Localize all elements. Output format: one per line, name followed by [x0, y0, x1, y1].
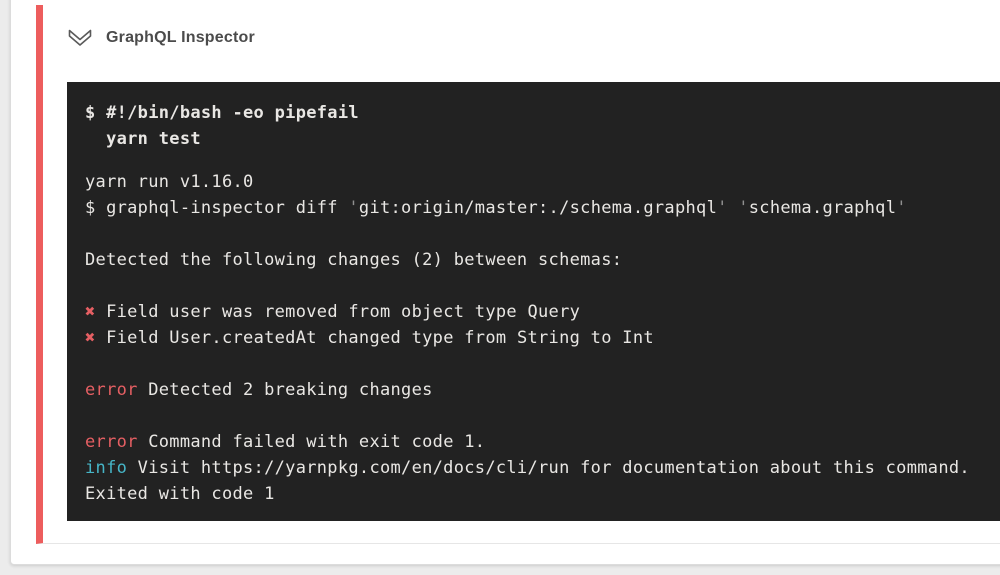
terminal-line: error Detected 2 breaking changes: [85, 380, 433, 400]
terminal-line: yarn run v1.16.0: [85, 172, 254, 192]
terminal-line: ✖ Field user was removed from object typ…: [85, 302, 581, 322]
terminal-line: ✖ Field User.createdAt changed type from…: [85, 328, 654, 348]
terminal-line: [85, 403, 1000, 429]
terminal-line: [85, 221, 1000, 247]
terminal-command-block: $ #!/bin/bash -eo pipefail yarn test: [85, 100, 1000, 152]
terminal-line: info Visit https://yarnpkg.com/en/docs/c…: [85, 458, 970, 478]
terminal-line: Detected the following changes (2) betwe…: [85, 250, 623, 270]
step-header[interactable]: GraphQL Inspector: [43, 5, 1000, 71]
terminal-output-block: yarn run v1.16.0 $ graphql-inspector diff…: [85, 169, 1000, 507]
terminal-line: $ #!/bin/bash -eo pipefail: [85, 103, 359, 123]
collapse-chevron-icon[interactable]: [67, 28, 93, 48]
build-step-card: GraphQL Inspector $ #!/bin/bash -eo pipe…: [10, 0, 1000, 565]
terminal-line: [85, 273, 1000, 299]
terminal-line: Exited with code 1: [85, 484, 275, 504]
build-step-failed: GraphQL Inspector $ #!/bin/bash -eo pipe…: [36, 5, 1000, 544]
terminal-line: $ graphql-inspector diff 'git:origin/mas…: [85, 198, 907, 218]
step-title: GraphQL Inspector: [106, 29, 255, 46]
terminal-line: [85, 351, 1000, 377]
terminal-line: error Command failed with exit code 1.: [85, 432, 486, 452]
terminal-line: yarn test: [85, 129, 201, 149]
